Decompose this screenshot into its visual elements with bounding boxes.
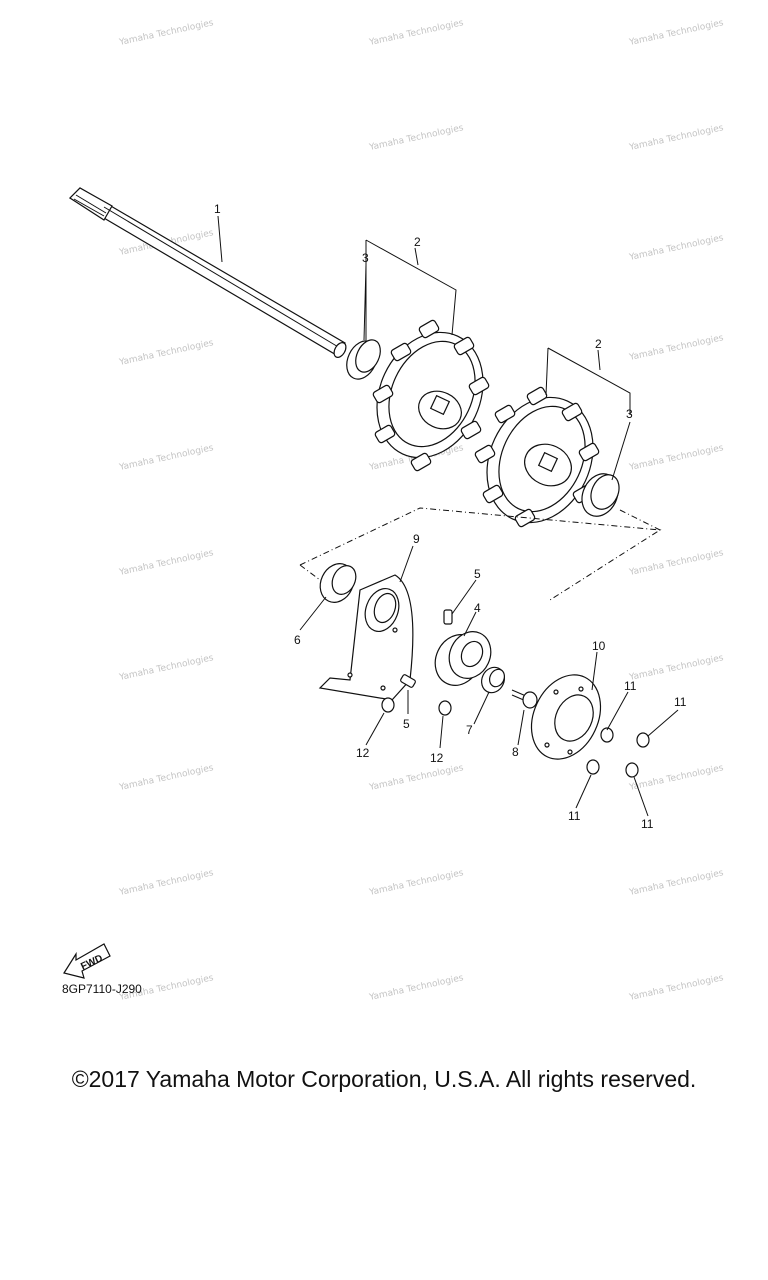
svg-text:Yamaha Technologies: Yamaha Technologies bbox=[118, 338, 215, 368]
callout-11-b: 11 bbox=[674, 695, 687, 709]
svg-text:Yamaha Technologies: Yamaha Technologies bbox=[118, 443, 215, 473]
svg-text:Yamaha Technologies: Yamaha Technologies bbox=[368, 18, 465, 48]
svg-text:Yamaha Technologies: Yamaha Technologies bbox=[628, 18, 725, 48]
svg-text:Yamaha Technologies: Yamaha Technologies bbox=[368, 123, 465, 153]
svg-text:Yamaha Technologies: Yamaha Technologies bbox=[628, 443, 725, 473]
flange-bolts bbox=[586, 727, 650, 778]
assembly-outline bbox=[299, 507, 662, 601]
copyright-notice: ©2017 Yamaha Motor Corporation, U.S.A. A… bbox=[71, 1066, 697, 1092]
housing-bolts bbox=[381, 697, 452, 716]
svg-text:Yamaha Technologies: Yamaha Technologies bbox=[368, 973, 465, 1003]
bushing-right bbox=[581, 473, 620, 517]
callout-2-right: 2 bbox=[595, 337, 602, 351]
set-screw-upper bbox=[443, 609, 453, 625]
group-brackets bbox=[363, 239, 631, 481]
flange-plate bbox=[530, 674, 602, 760]
callout-11-c: 11 bbox=[568, 809, 581, 823]
set-screw-lower bbox=[400, 674, 416, 688]
collar bbox=[481, 666, 505, 694]
svg-text:Yamaha Technologies: Yamaha Technologies bbox=[118, 868, 215, 898]
svg-text:Yamaha Technologies: Yamaha Technologies bbox=[118, 653, 215, 683]
callout-10: 10 bbox=[592, 639, 606, 653]
callout-5-lower: 5 bbox=[403, 717, 410, 731]
callout-11-d: 11 bbox=[641, 817, 654, 831]
svg-text:Yamaha Technologies: Yamaha Technologies bbox=[628, 973, 725, 1003]
svg-text:Yamaha Technologies: Yamaha Technologies bbox=[628, 548, 725, 578]
drive-shaft bbox=[69, 187, 347, 358]
cap bbox=[319, 563, 357, 603]
bearing-housing bbox=[318, 574, 414, 701]
svg-text:Yamaha Technologies: Yamaha Technologies bbox=[628, 868, 725, 898]
callout-6: 6 bbox=[294, 633, 301, 647]
bearing bbox=[434, 631, 492, 686]
svg-text:Yamaha Technologies: Yamaha Technologies bbox=[628, 233, 725, 263]
callout-3-left: 3 bbox=[362, 251, 369, 265]
svg-text:Yamaha Technologies: Yamaha Technologies bbox=[368, 763, 465, 793]
bolt-8 bbox=[511, 689, 538, 709]
drawing-code: 8GP7110-J290 bbox=[62, 982, 142, 996]
callout-12-right: 12 bbox=[430, 751, 444, 765]
callout-12-left: 12 bbox=[356, 746, 370, 760]
assembly-outline-3 bbox=[619, 509, 661, 531]
svg-text:Yamaha Technologies: Yamaha Technologies bbox=[628, 123, 725, 153]
callout-5-upper: 5 bbox=[474, 567, 481, 581]
fwd-arrow-icon: FWD bbox=[63, 943, 111, 979]
svg-text:Yamaha Technologies: Yamaha Technologies bbox=[628, 763, 725, 793]
sprocket-left bbox=[372, 319, 490, 472]
svg-text:Yamaha Technologies: Yamaha Technologies bbox=[118, 763, 215, 793]
callout-2-left: 2 bbox=[414, 235, 421, 249]
svg-text:Yamaha Technologies: Yamaha Technologies bbox=[628, 333, 725, 363]
callout-9: 9 bbox=[413, 532, 420, 546]
svg-text:Yamaha Technologies: Yamaha Technologies bbox=[118, 548, 215, 578]
svg-text:Yamaha Technologies: Yamaha Technologies bbox=[368, 868, 465, 898]
assembly-outline-2 bbox=[299, 564, 321, 581]
callout-11-a: 11 bbox=[624, 679, 637, 693]
leader-lines bbox=[217, 215, 679, 817]
callout-4: 4 bbox=[474, 601, 481, 615]
svg-text:Yamaha Technologies: Yamaha Technologies bbox=[628, 653, 725, 683]
callout-1: 1 bbox=[214, 202, 221, 216]
callout-8: 8 bbox=[512, 745, 519, 759]
svg-text:Yamaha Technologies: Yamaha Technologies bbox=[118, 18, 215, 48]
callout-3-right: 3 bbox=[626, 407, 633, 421]
bushing-left bbox=[346, 339, 381, 380]
callout-7: 7 bbox=[466, 723, 473, 737]
sprocket-right bbox=[474, 386, 600, 528]
watermark-layer: Yamaha Technologies Yamaha Technologies … bbox=[118, 18, 725, 1003]
